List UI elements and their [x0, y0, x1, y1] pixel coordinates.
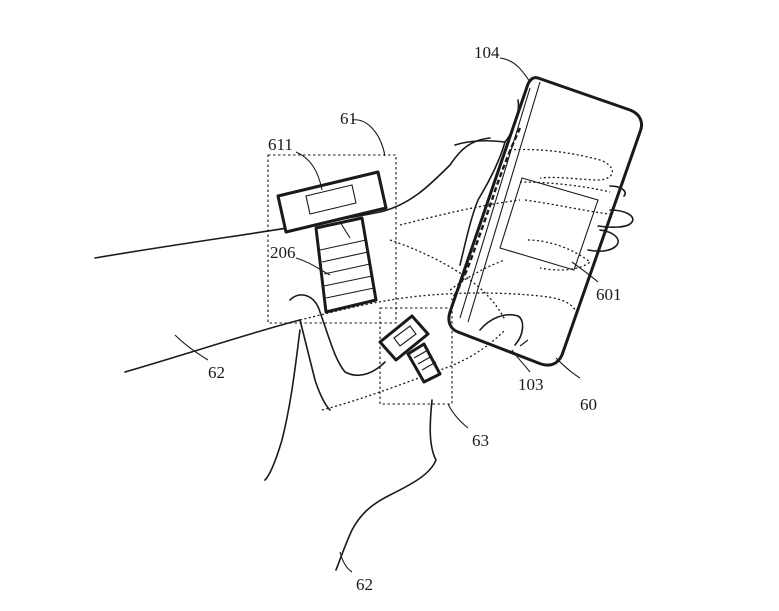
sensor-611 [276, 170, 388, 234]
label-103: 103 [518, 375, 544, 394]
label-63: 63 [472, 431, 489, 450]
label-60: 60 [580, 395, 597, 414]
strap-206 [314, 216, 378, 314]
finger-hidden-heavy [450, 127, 522, 301]
label-104: 104 [474, 43, 500, 62]
hidden-finger-lines [299, 148, 614, 411]
leader-lines [174, 57, 599, 573]
device-60 [447, 76, 644, 367]
module-61-box [267, 154, 397, 324]
label-601: 601 [596, 285, 622, 304]
label-62-lower: 62 [356, 575, 373, 594]
reference-labels: 104 61 611 206 601 62 103 60 63 62 [208, 43, 622, 594]
label-611: 611 [268, 135, 293, 154]
label-62-upper: 62 [208, 363, 225, 382]
module-63-box [379, 307, 453, 405]
left-arm-and-hand [94, 99, 634, 571]
sensor-lower [378, 314, 442, 384]
label-206: 206 [270, 243, 296, 262]
label-61: 61 [340, 109, 357, 128]
